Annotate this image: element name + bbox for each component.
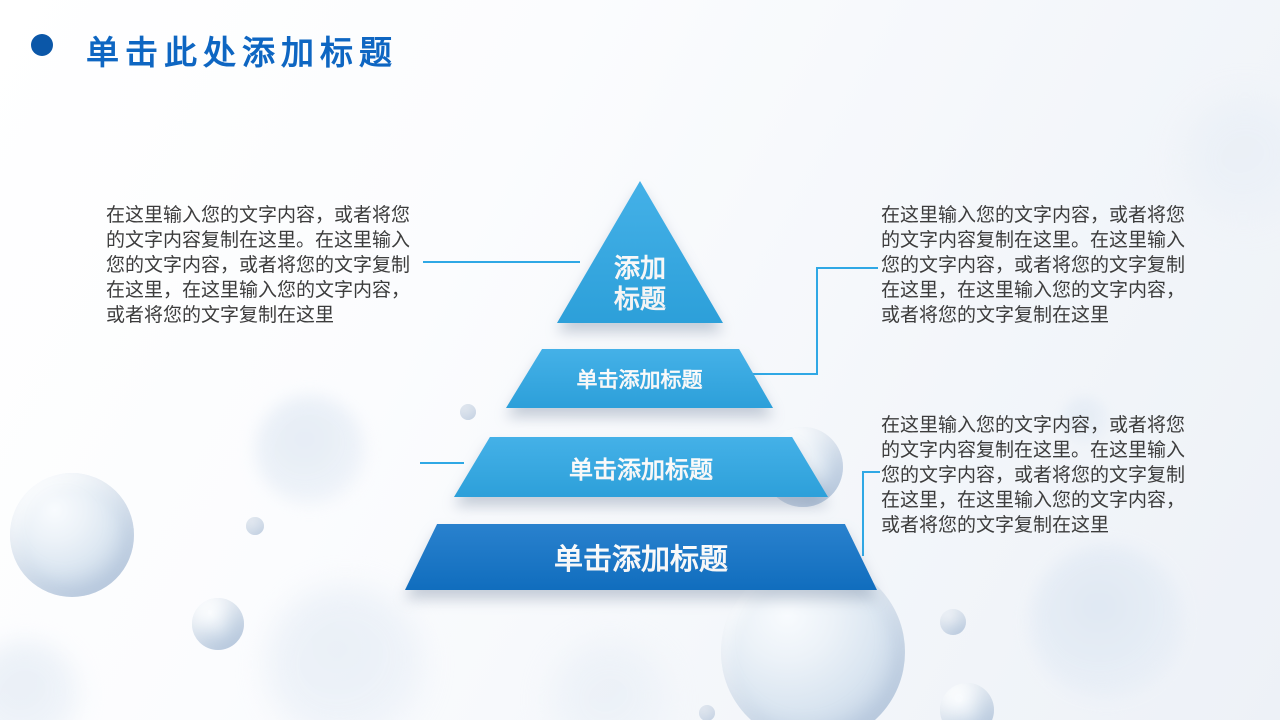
bubble-decoration [255, 395, 365, 505]
pyramid-level-3-label: 单击添加标题 [569, 456, 713, 484]
connector-line-right-bottom-v [862, 471, 864, 556]
bubble-decoration [1030, 545, 1184, 699]
pyramid-level-2: 单击添加标题 [506, 349, 773, 408]
pyramid-level-1-shape: 添加 标题 [557, 181, 723, 323]
bubble-decoration [265, 585, 425, 720]
bullet-dot-icon [31, 34, 53, 56]
pyramid-level-1-label: 添加 标题 [613, 253, 666, 314]
connector-line-left-mid [420, 462, 464, 464]
annotation-text-right-top: 在这里输入您的文字内容，或者将您的文字内容复制在这里。在这里输入您的文字内容，或… [881, 205, 1186, 326]
pyramid-level-2-shape: 单击添加标题 [506, 349, 773, 408]
pyramid-level-3-shape: 单击添加标题 [454, 437, 828, 497]
connector-line-right-bottom-h [863, 471, 880, 473]
bubble-decoration [1180, 95, 1280, 225]
bubble-decoration [1061, 396, 1109, 444]
pyramid-level-1: 添加 标题 [557, 181, 723, 323]
bubble-decoration [699, 705, 715, 720]
bubble-decoration [460, 404, 476, 420]
slide-title: 单击此处添加标题 [86, 34, 398, 71]
pyramid-level-4-label: 单击添加标题 [553, 544, 728, 576]
annotation-text-left: 在这里输入您的文字内容，或者将您的文字内容复制在这里。在这里输入您的文字内容，或… [106, 205, 411, 326]
bubble-decoration [192, 598, 244, 650]
pyramid-level-4-shape: 单击添加标题 [405, 524, 877, 590]
pyramid-level-4: 单击添加标题 [405, 524, 877, 590]
bubble-decoration [10, 473, 134, 597]
connector-line-right-top-h2 [753, 373, 817, 375]
connector-line-left-top [423, 261, 580, 263]
bubble-decoration [940, 683, 994, 720]
pyramid-level-3: 单击添加标题 [454, 437, 828, 497]
connector-line-right-top-h1 [817, 267, 878, 269]
pyramid-level-2-label: 单击添加标题 [576, 368, 703, 392]
bubble-decoration [940, 609, 966, 635]
title-bar: 单击此处添加标题 [0, 0, 1280, 78]
connector-line-right-top-v [816, 267, 818, 375]
annotation-text-right-bottom: 在这里输入您的文字内容，或者将您的文字内容复制在这里。在这里输入您的文字内容，或… [881, 415, 1186, 536]
bubble-decoration [246, 517, 264, 535]
bubble-decoration [550, 640, 670, 720]
bubble-decoration [0, 640, 80, 720]
